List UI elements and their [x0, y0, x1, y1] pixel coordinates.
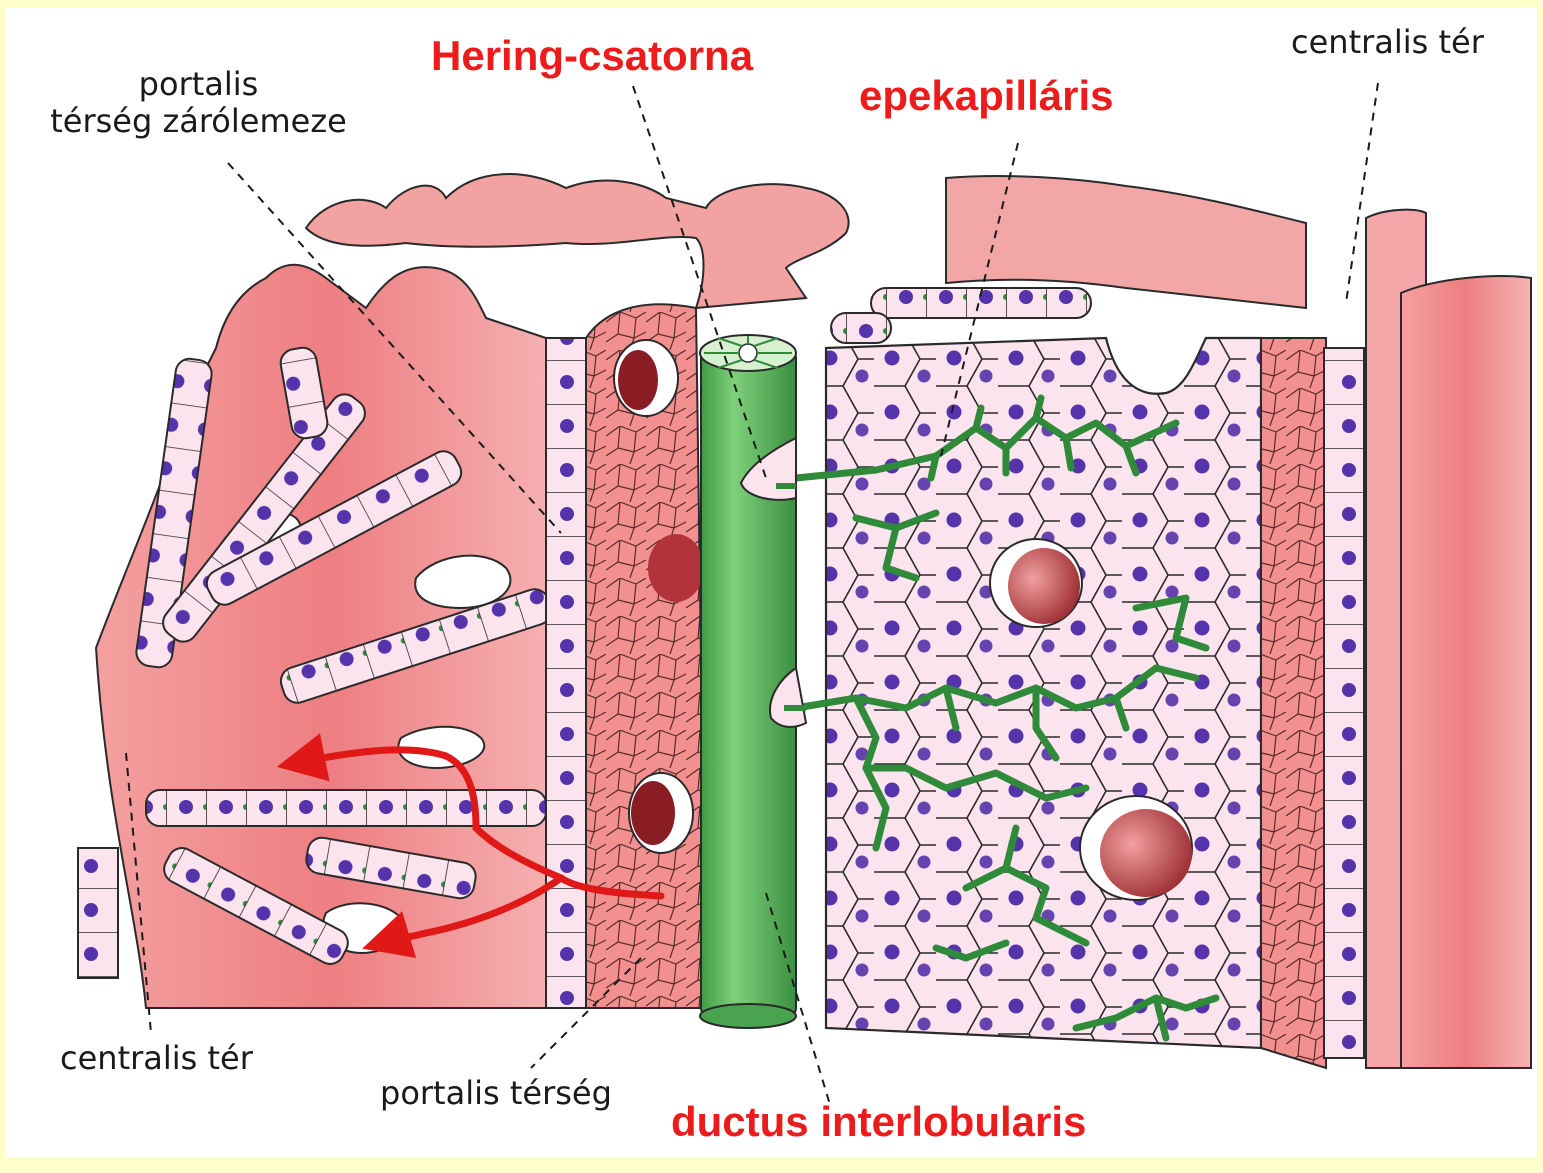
- portal-space-mesh: [586, 304, 706, 1008]
- ductus-interlobularis-label: ductus interlobularis: [671, 1098, 1086, 1146]
- hering-canal-label: Hering-csatorna: [431, 32, 753, 80]
- bile-canaliculus-label: epekapilláris: [859, 72, 1113, 120]
- portal-limiting-plate-label: portalis térség zárólemeze: [26, 66, 371, 140]
- ductus-interlobularis-tube: [700, 335, 806, 1028]
- central-space-label-bottom: centralis tér: [60, 1040, 253, 1077]
- right-lobule-region: [1261, 210, 1531, 1068]
- liver-lobule-diagram: Hering-csatorna epekapilláris centralis …: [6, 8, 1537, 1157]
- portal-limiting-plate-line2: térség zárólemeze: [26, 103, 371, 140]
- portal-limiting-plate-line1: portalis: [26, 66, 371, 103]
- liver-illustration: [6, 8, 1537, 1157]
- central-space-label-top: centralis tér: [1291, 24, 1484, 61]
- limiting-plate: [546, 338, 586, 1008]
- portal-space-label: portalis térség: [380, 1075, 612, 1112]
